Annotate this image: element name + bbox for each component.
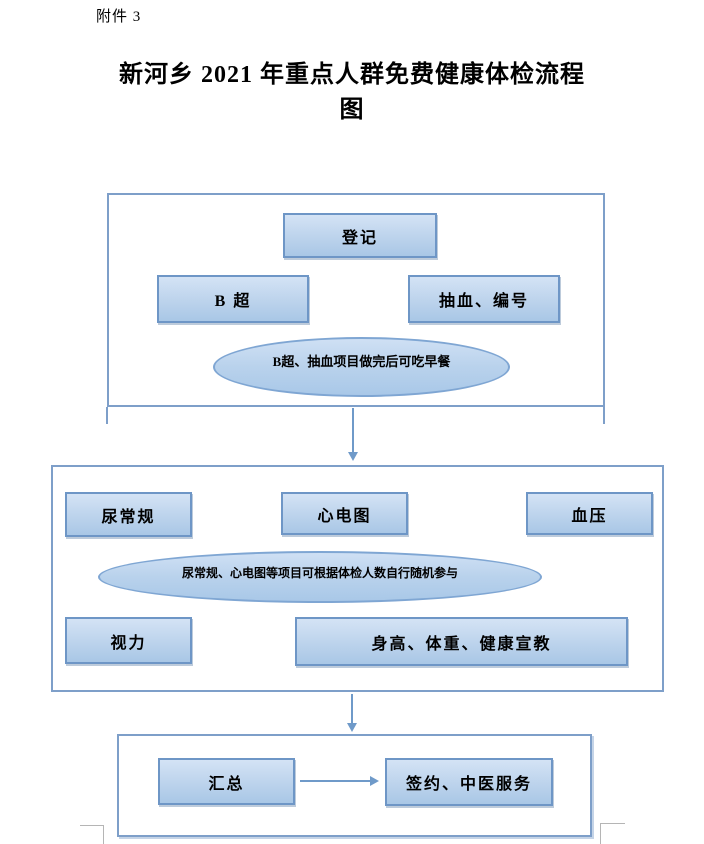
down-arrow-1-icon (348, 452, 358, 461)
page-title-line-1: 新河乡 2021 年重点人群免费健康体检流程 (119, 62, 585, 88)
b-ultrasound-box: B 超 (157, 275, 309, 323)
stage2-note-ellipse: 尿常规、心电图等项目可根据体检人数自行随机参与 (98, 551, 542, 603)
right-arrow-line (300, 780, 370, 782)
stage1-left-edge-stub (106, 407, 108, 424)
stage1-right-edge-stub (603, 407, 605, 424)
height-weight-education-box: 身高、体重、健康宣教 (295, 617, 628, 666)
vision-box: 视力 (65, 617, 192, 664)
down-arrow-1-line (352, 408, 354, 452)
stage1-note-ellipse: B超、抽血项目做完后可吃早餐 (213, 337, 510, 397)
right-arrow-icon (370, 776, 379, 786)
register-box: 登记 (283, 213, 437, 258)
summary-box: 汇总 (158, 758, 295, 805)
stage2-container (51, 465, 664, 692)
down-arrow-2-line (351, 694, 353, 723)
text-boundary-mark-right (600, 823, 625, 844)
signing-tcm-box: 签约、中医服务 (385, 758, 553, 806)
urine-routine-box: 尿常规 (65, 492, 192, 537)
text-boundary-mark-left (80, 825, 104, 844)
ecg-box: 心电图 (281, 492, 408, 535)
page-title: 新河乡 2021 年重点人群免费健康体检流程 图 (0, 58, 704, 128)
blood-draw-box: 抽血、编号 (408, 275, 560, 323)
down-arrow-2-icon (347, 723, 357, 732)
page-title-line-2: 图 (339, 97, 365, 123)
attachment-label: 附件 3 (96, 9, 142, 25)
stage1-container (107, 193, 605, 407)
blood-pressure-box: 血压 (526, 492, 653, 535)
stage3-container (117, 734, 592, 837)
